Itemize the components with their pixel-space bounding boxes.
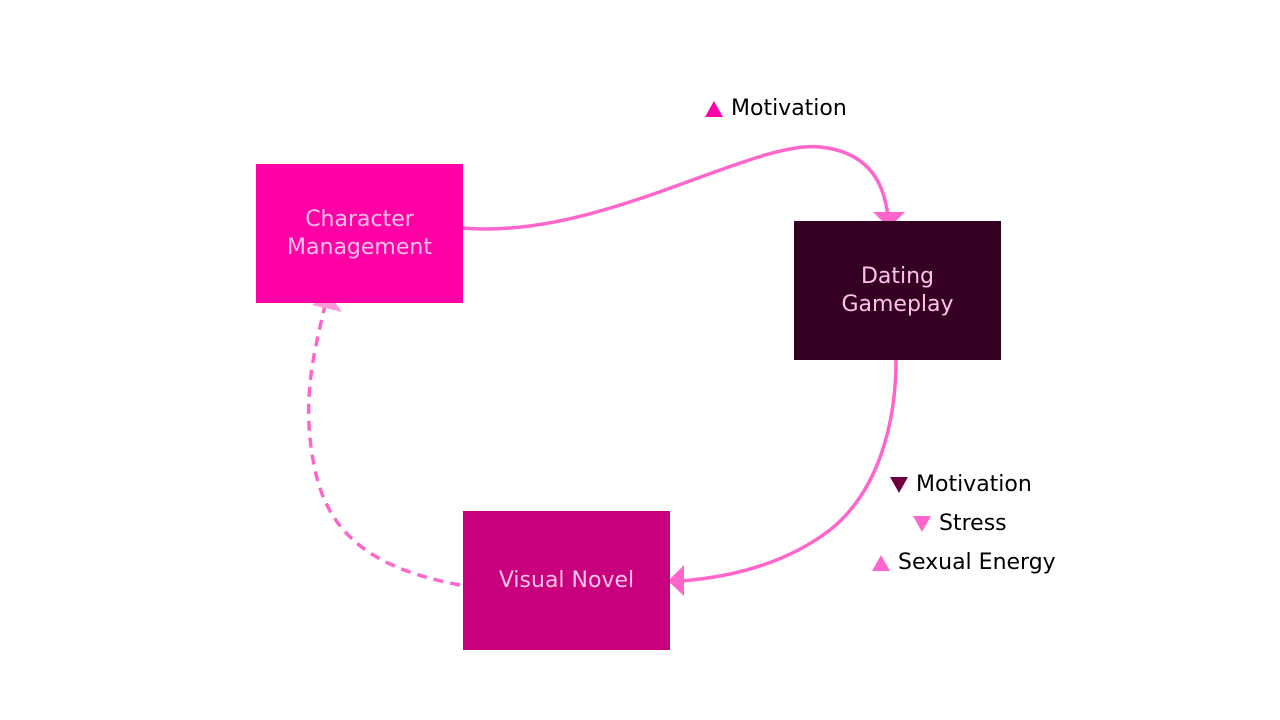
effect-motivation-increase: Motivation — [705, 96, 847, 121]
effect-sexual-energy-increase: Sexual Energy — [872, 550, 1056, 575]
triangle-up-icon — [872, 554, 890, 571]
effect-label: Sexual Energy — [898, 550, 1056, 575]
effect-label: Motivation — [731, 96, 847, 121]
triangle-down-icon — [913, 515, 931, 532]
effect-motivation-decrease: Motivation — [890, 472, 1032, 497]
node-dating-gameplay-label: Dating Gameplay — [841, 263, 954, 317]
arrowhead-into-dating — [873, 212, 905, 228]
connector-novel-to-character — [306, 304, 461, 587]
connector-dating-to-novel — [679, 359, 898, 583]
arrowhead-into-novel — [668, 565, 684, 596]
node-character-management[interactable]: Character Management — [256, 164, 463, 303]
node-character-management-label: Character Management — [287, 206, 432, 260]
triangle-down-icon — [890, 476, 908, 493]
node-visual-novel-label: Visual Novel — [498, 567, 635, 593]
effect-stress-decrease: Stress — [913, 511, 1007, 536]
node-dating-gameplay[interactable]: Dating Gameplay — [794, 221, 1001, 360]
effect-label: Stress — [939, 511, 1007, 536]
triangle-up-icon — [705, 100, 723, 117]
node-visual-novel[interactable]: Visual Novel — [463, 511, 670, 650]
connector-character-to-dating — [462, 144, 890, 231]
effect-label: Motivation — [916, 472, 1032, 497]
